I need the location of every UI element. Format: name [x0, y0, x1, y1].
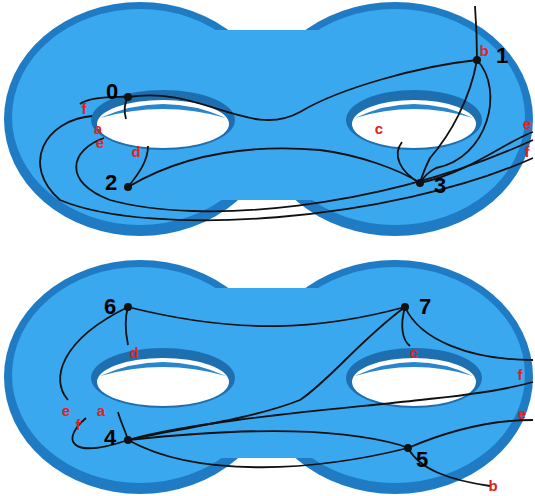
edge-letter: f: [525, 144, 530, 159]
edge-letter: b: [488, 478, 497, 493]
edge-letter: e: [518, 406, 526, 421]
edge-letter: d: [129, 345, 138, 360]
edge-letter: b: [479, 43, 488, 58]
vertex-number: 4: [104, 427, 116, 449]
edge-letter: a: [94, 121, 102, 136]
edge-letter: c: [375, 121, 383, 136]
vertex-number: 0: [106, 81, 118, 103]
edge-letter: f: [76, 417, 81, 432]
vertex-number: 1: [496, 45, 508, 67]
vertex-number: 6: [104, 296, 116, 318]
edge-letter: d: [131, 144, 140, 159]
vertex-number: 2: [105, 172, 117, 194]
edge-letter: c: [410, 345, 418, 360]
edge-letter: f: [518, 367, 523, 382]
edge-letter: a: [97, 403, 105, 418]
vertex-number: 3: [434, 175, 446, 197]
vertex-number: 7: [419, 296, 431, 318]
edge-letter: f: [82, 101, 87, 116]
vertex-number: 5: [416, 449, 428, 471]
edge-letter: e: [62, 403, 70, 418]
edge-letter: e: [523, 116, 531, 131]
edge-letter: e: [96, 135, 104, 150]
